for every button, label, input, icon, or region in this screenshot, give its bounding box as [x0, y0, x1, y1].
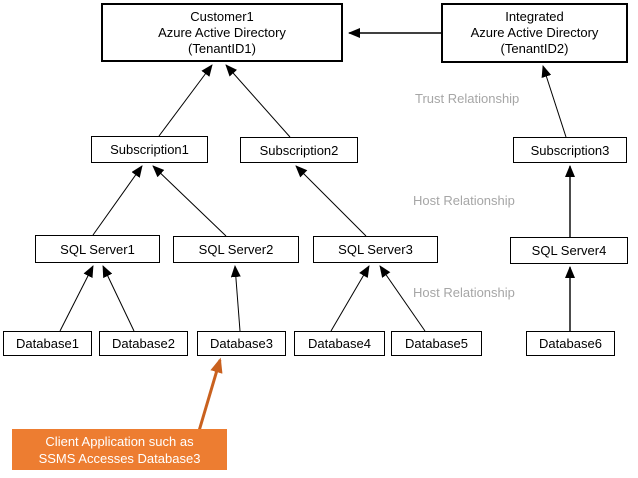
- arrow-sqlserver2-to-subscription1: [152, 165, 227, 237]
- arrow-database5-to-sqlserver3: [379, 265, 426, 332]
- customer-aad-line2: Azure Active Directory: [158, 24, 286, 40]
- arrow-sqlserver1-to-subscription1: [92, 165, 143, 236]
- node-sql-server1: SQL Server1: [35, 235, 160, 263]
- arrow-database4-to-sqlserver3: [330, 265, 370, 332]
- node-subscription1: Subscription1: [91, 136, 208, 163]
- node-sql-server4: SQL Server4: [510, 237, 628, 264]
- node-database1: Database1: [3, 331, 92, 356]
- node-subscription2: Subscription2: [240, 137, 358, 163]
- customer-aad-line1: Customer1: [190, 8, 254, 24]
- node-database6: Database6: [526, 331, 615, 356]
- label-trust-relationship: Trust Relationship: [415, 91, 520, 106]
- callout-client-application: Client Application such as SSMS Accesses…: [12, 429, 227, 470]
- arrow-subscription1-to-customer-aad: [158, 64, 213, 137]
- arrow-subscription2-to-customer-aad: [225, 64, 291, 138]
- callout-line2: SSMS Accesses Database3: [38, 450, 201, 466]
- label-host-relationship-lower: Host Relationship: [413, 285, 515, 300]
- arrow-sqlserver3-to-subscription2: [295, 165, 367, 237]
- node-database3: Database3: [197, 331, 286, 356]
- integrated-aad-line3: (TenantID2): [500, 41, 569, 56]
- node-sql-server2: SQL Server2: [173, 236, 299, 263]
- node-database4: Database4: [294, 331, 385, 356]
- arrow-database1-to-sqlserver1: [59, 265, 94, 332]
- arrow-database3-to-sqlserver2: [230, 265, 241, 332]
- customer-aad-line3: (TenantID1): [188, 40, 256, 56]
- arrow-subscription3-to-integrated-aad: [541, 65, 567, 138]
- integrated-aad-line2: Azure Active Directory: [470, 25, 599, 40]
- node-subscription3: Subscription3: [513, 137, 627, 163]
- integrated-aad-line1: Integrated: [505, 9, 564, 24]
- arrow-client-application-to-database3: [197, 357, 223, 432]
- node-database2: Database2: [99, 331, 188, 356]
- node-database5: Database5: [391, 331, 482, 356]
- node-customer-aad: Customer1 Azure Active Directory (Tenant…: [101, 3, 343, 62]
- label-host-relationship-upper: Host Relationship: [413, 193, 515, 208]
- node-integrated-aad: Integrated Azure Active Directory (Tenan…: [441, 3, 628, 63]
- arrow-database2-to-sqlserver1: [102, 265, 135, 332]
- node-sql-server3: SQL Server3: [313, 236, 438, 263]
- callout-line1: Client Application such as: [45, 433, 194, 449]
